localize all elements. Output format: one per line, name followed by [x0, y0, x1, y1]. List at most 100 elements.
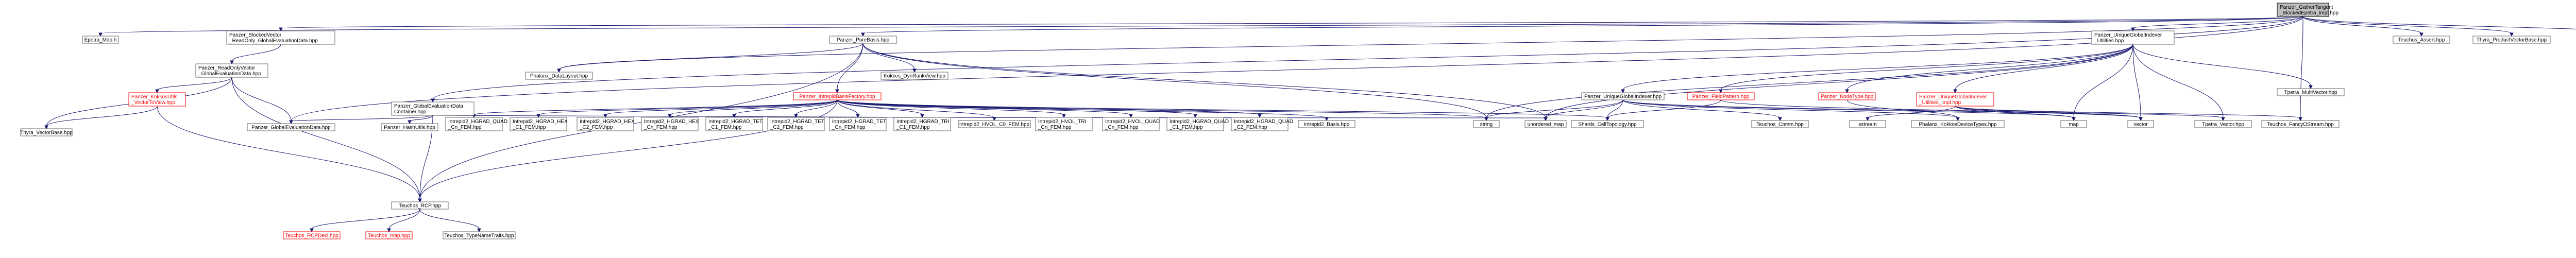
node-hvol-quad[interactable]: Intrepid2_HVOL_QUAD_Cn_FEM.hpp: [1102, 117, 1160, 131]
node-typename[interactable]: Teuchos_TypeNameTraits.hpp: [443, 231, 516, 239]
node-label-line: Panzer_BlockedVector: [229, 32, 282, 38]
node-rcp[interactable]: Teuchos_RCP.hpp: [391, 201, 449, 210]
node-label-line: Panzer_NodeType.hpp: [1821, 94, 1874, 100]
node-hgrad-tet-c2[interactable]: Intrepid2_HGRAD_TET_C2_FEM.hpp: [767, 117, 825, 131]
node-kokkos-vec[interactable]: Panzer_KokkosUtils_VectorToView.hpp: [128, 92, 186, 107]
node-label-line: Panzer_FieldPattern.hpp: [1692, 94, 1750, 100]
node-epetra-map[interactable]: Epetra_Map.h: [82, 36, 119, 44]
dependency-edge-root-to-ged: [289, 16, 2303, 125]
node-ibf[interactable]: Panzer_IntrepidBasisFactory.hpp: [793, 92, 882, 100]
node-label-line: Panzer_PureBasis.hpp: [837, 38, 890, 43]
dependency-edge-purebasis-to-kokkos_dpv: [862, 43, 917, 73]
node-hvol-tri[interactable]: Intrepid2_HVOL_TRI_Cn_FEM.hpp: [1035, 117, 1093, 131]
node-rw-vec[interactable]: Panzer_ReadOnlyVector_GlobalEvaluationDa…: [195, 63, 268, 78]
edge-layer: [44, 16, 2576, 233]
node-label-line: Phalanx_KokkosDeviceTypes.hpp: [1919, 122, 1997, 128]
node-phalanx-kdt[interactable]: Phalanx_KokkosDeviceTypes.hpp: [1911, 120, 2005, 128]
node-label-line: Intrepid2_HGRAD_QUAD: [1170, 119, 1229, 125]
node-hgrad-quad-c2[interactable]: Intrepid2_HGRAD_QUAD_C2_FEM.hpp: [1231, 117, 1293, 131]
node-thyra-pvb[interactable]: Thyra_ProductVectorBase.hpp: [2472, 36, 2551, 44]
node-box: [767, 117, 825, 131]
node-label-line: _C1_FEM.hpp: [896, 125, 930, 130]
node-nodetype[interactable]: Panzer_NodeType.hpp: [1818, 92, 1876, 100]
node-hashutils[interactable]: Panzer_HashUtils.hpp: [381, 123, 438, 131]
node-box: [2472, 36, 2551, 44]
node-ged[interactable]: Panzer_GlobalEvaluationData.hpp: [247, 123, 335, 131]
node-hgrad-quad-c1[interactable]: Intrepid2_HGRAD_QUAD_C1_FEM.hpp: [1166, 117, 1229, 131]
node-hdiv-c0[interactable]: Intrepid2_HVOL_C0_FEM.hpp: [958, 120, 1031, 128]
node-box: [195, 63, 268, 78]
dependency-edge-purebasis-to-ibf: [835, 43, 863, 94]
node-label-line: Panzer_UniqueGlobalIndexer.hpp: [1584, 94, 1662, 100]
dependency-edge-ugi_impl-to-map: [1955, 106, 2076, 122]
dependency-edge-ugi-to-nodetype: [1845, 44, 2133, 94]
node-label-line: Shards_CellTopology.hpp: [1578, 122, 1637, 128]
node-purebasis[interactable]: Panzer_PureBasis.hpp: [829, 36, 897, 44]
node-box: [510, 117, 567, 131]
node-vector[interactable]: vector: [2127, 120, 2154, 128]
node-ugi[interactable]: Panzer_UniqueGlobalIndexer_Utilities.hpp: [2091, 30, 2175, 45]
node-blocked-rw[interactable]: Panzer_BlockedVector_ReadOnly_GlobalEval…: [226, 30, 335, 45]
node-hgrad-tet-cn[interactable]: Intrepid2_HGRAD_TET_Cn_FEM.hpp: [829, 117, 887, 131]
node-hgrad-tet-c1[interactable]: Intrepid2_HGRAD_TET_C1_FEM.hpp: [705, 117, 763, 131]
node-label-line: _GlobalEvaluationData.hpp: [198, 71, 261, 77]
node-box: [1916, 92, 1994, 107]
node-box: [2261, 120, 2340, 128]
node-kokkos-dpv[interactable]: Kokkos_DynRankView.hpp: [880, 72, 948, 80]
node-ugi-base[interactable]: Panzer_UniqueGlobalIndexer.hpp: [1581, 92, 1665, 100]
node-tmap[interactable]: Teuchos_map.hpp: [365, 231, 413, 239]
dependency-edge-ibf-to-intrepid_basis: [837, 99, 1329, 122]
node-hgrad-tri-c1[interactable]: Intrepid2_HGRAD_TRI_C1_FEM.hpp: [893, 117, 951, 131]
dependency-edge-ugi_impl-to-sstream: [1866, 106, 1956, 122]
node-label-line: _C1_FEM.hpp: [512, 125, 546, 130]
node-box: [793, 92, 882, 100]
node-tpetra-vec[interactable]: Tpetra_Vector.hpp: [2194, 120, 2252, 128]
node-label-line: _C1_FEM.hpp: [1169, 125, 1203, 130]
node-hgrad-quad-cn[interactable]: Intrepid2_HGRAD_QUAD_Cn_FEM.hpp: [445, 117, 507, 131]
node-label-line: Container.hpp: [394, 109, 427, 115]
node-shards[interactable]: Shards_CellTopology.hpp: [1571, 120, 1644, 128]
node-box: [1687, 92, 1755, 100]
node-fancy-os[interactable]: Teuchos_FancyOStream.hpp: [2261, 120, 2340, 128]
node-hgrad-hex-c1[interactable]: Intrepid2_HGRAD_HEX_C1_FEM.hpp: [510, 117, 568, 131]
node-hgrad-hex-c2[interactable]: Intrepid2_HGRAD_HEX_C2_FEM.hpp: [577, 117, 635, 131]
dependency-edge-ugi_base-to-teuchos_comm: [1622, 99, 1782, 122]
node-label-line: Intrepid2_Basis.hpp: [1304, 122, 1350, 128]
node-label-line: _Cn_FEM.hpp: [832, 125, 866, 130]
node-label-line: _BlockedEpetra_impl.hpp: [2279, 10, 2338, 16]
node-fieldpattern[interactable]: Panzer_FieldPattern.hpp: [1687, 92, 1755, 100]
node-teuchos-comm[interactable]: Teuchos_Comm.hpp: [1751, 120, 1809, 128]
dependency-edge-ugi_base-to-vector: [1622, 99, 2143, 122]
node-box: [1849, 120, 1886, 128]
node-box: [226, 30, 335, 45]
node-map[interactable]: map: [2060, 120, 2087, 128]
node-box: [391, 201, 449, 210]
node-rcpdecl[interactable]: Teuchos_RCPDecl.hpp: [283, 231, 341, 239]
node-hgrad-hex-cn[interactable]: Intrepid2_HGRAD_HEX_Cn_FEM.hpp: [641, 117, 699, 131]
node-ugi-impl[interactable]: Panzer_UniqueGlobalIndexer_Utilities_imp…: [1916, 92, 1994, 107]
node-string[interactable]: string: [1473, 120, 1500, 128]
node-root[interactable]: Panzer_GatherTangent_BlockedEpetra_impl.…: [2277, 3, 2338, 17]
node-sstream[interactable]: sstream: [1849, 120, 1886, 128]
node-label-line: Teuchos_RCPDecl.hpp: [285, 233, 338, 239]
node-intrepid-basis[interactable]: Intrepid2_Basis.hpp: [1298, 120, 1355, 128]
node-box: [1571, 120, 1644, 128]
node-thyra-vb[interactable]: Thyra_VectorBase.hpp: [20, 128, 73, 136]
node-tpetra-mv[interactable]: Tpetra_MultiVector.hpp: [2277, 88, 2345, 96]
dependency-edge-root-to-epetra_map: [98, 16, 2303, 37]
node-box: [443, 231, 516, 239]
dependency-edge-ugi-to-ugi_impl: [1953, 44, 2133, 94]
node-box: [2393, 36, 2450, 44]
node-unordered-map[interactable]: unordered_map: [1524, 120, 1567, 128]
dependency-edge-rw_vec-to-rcp: [231, 77, 422, 203]
node-label-line: Intrepid2_HGRAD_TET: [770, 119, 824, 125]
dependency-edge-ugi-to-tpetra_vec: [2132, 44, 2225, 122]
node-assert[interactable]: Teuchos_Assert.hpp: [2393, 36, 2450, 44]
dependency-edge-ibf-to-hvol_tri: [837, 99, 1066, 118]
node-phalanx-dl[interactable]: Phalanx_DataLayout.hpp: [525, 72, 593, 80]
node-label-line: Teuchos_Assert.hpp: [2398, 38, 2445, 43]
node-label-line: Teuchos_FancyOStream.hpp: [2267, 122, 2334, 128]
node-box: [577, 117, 634, 131]
node-box: [1524, 120, 1567, 128]
